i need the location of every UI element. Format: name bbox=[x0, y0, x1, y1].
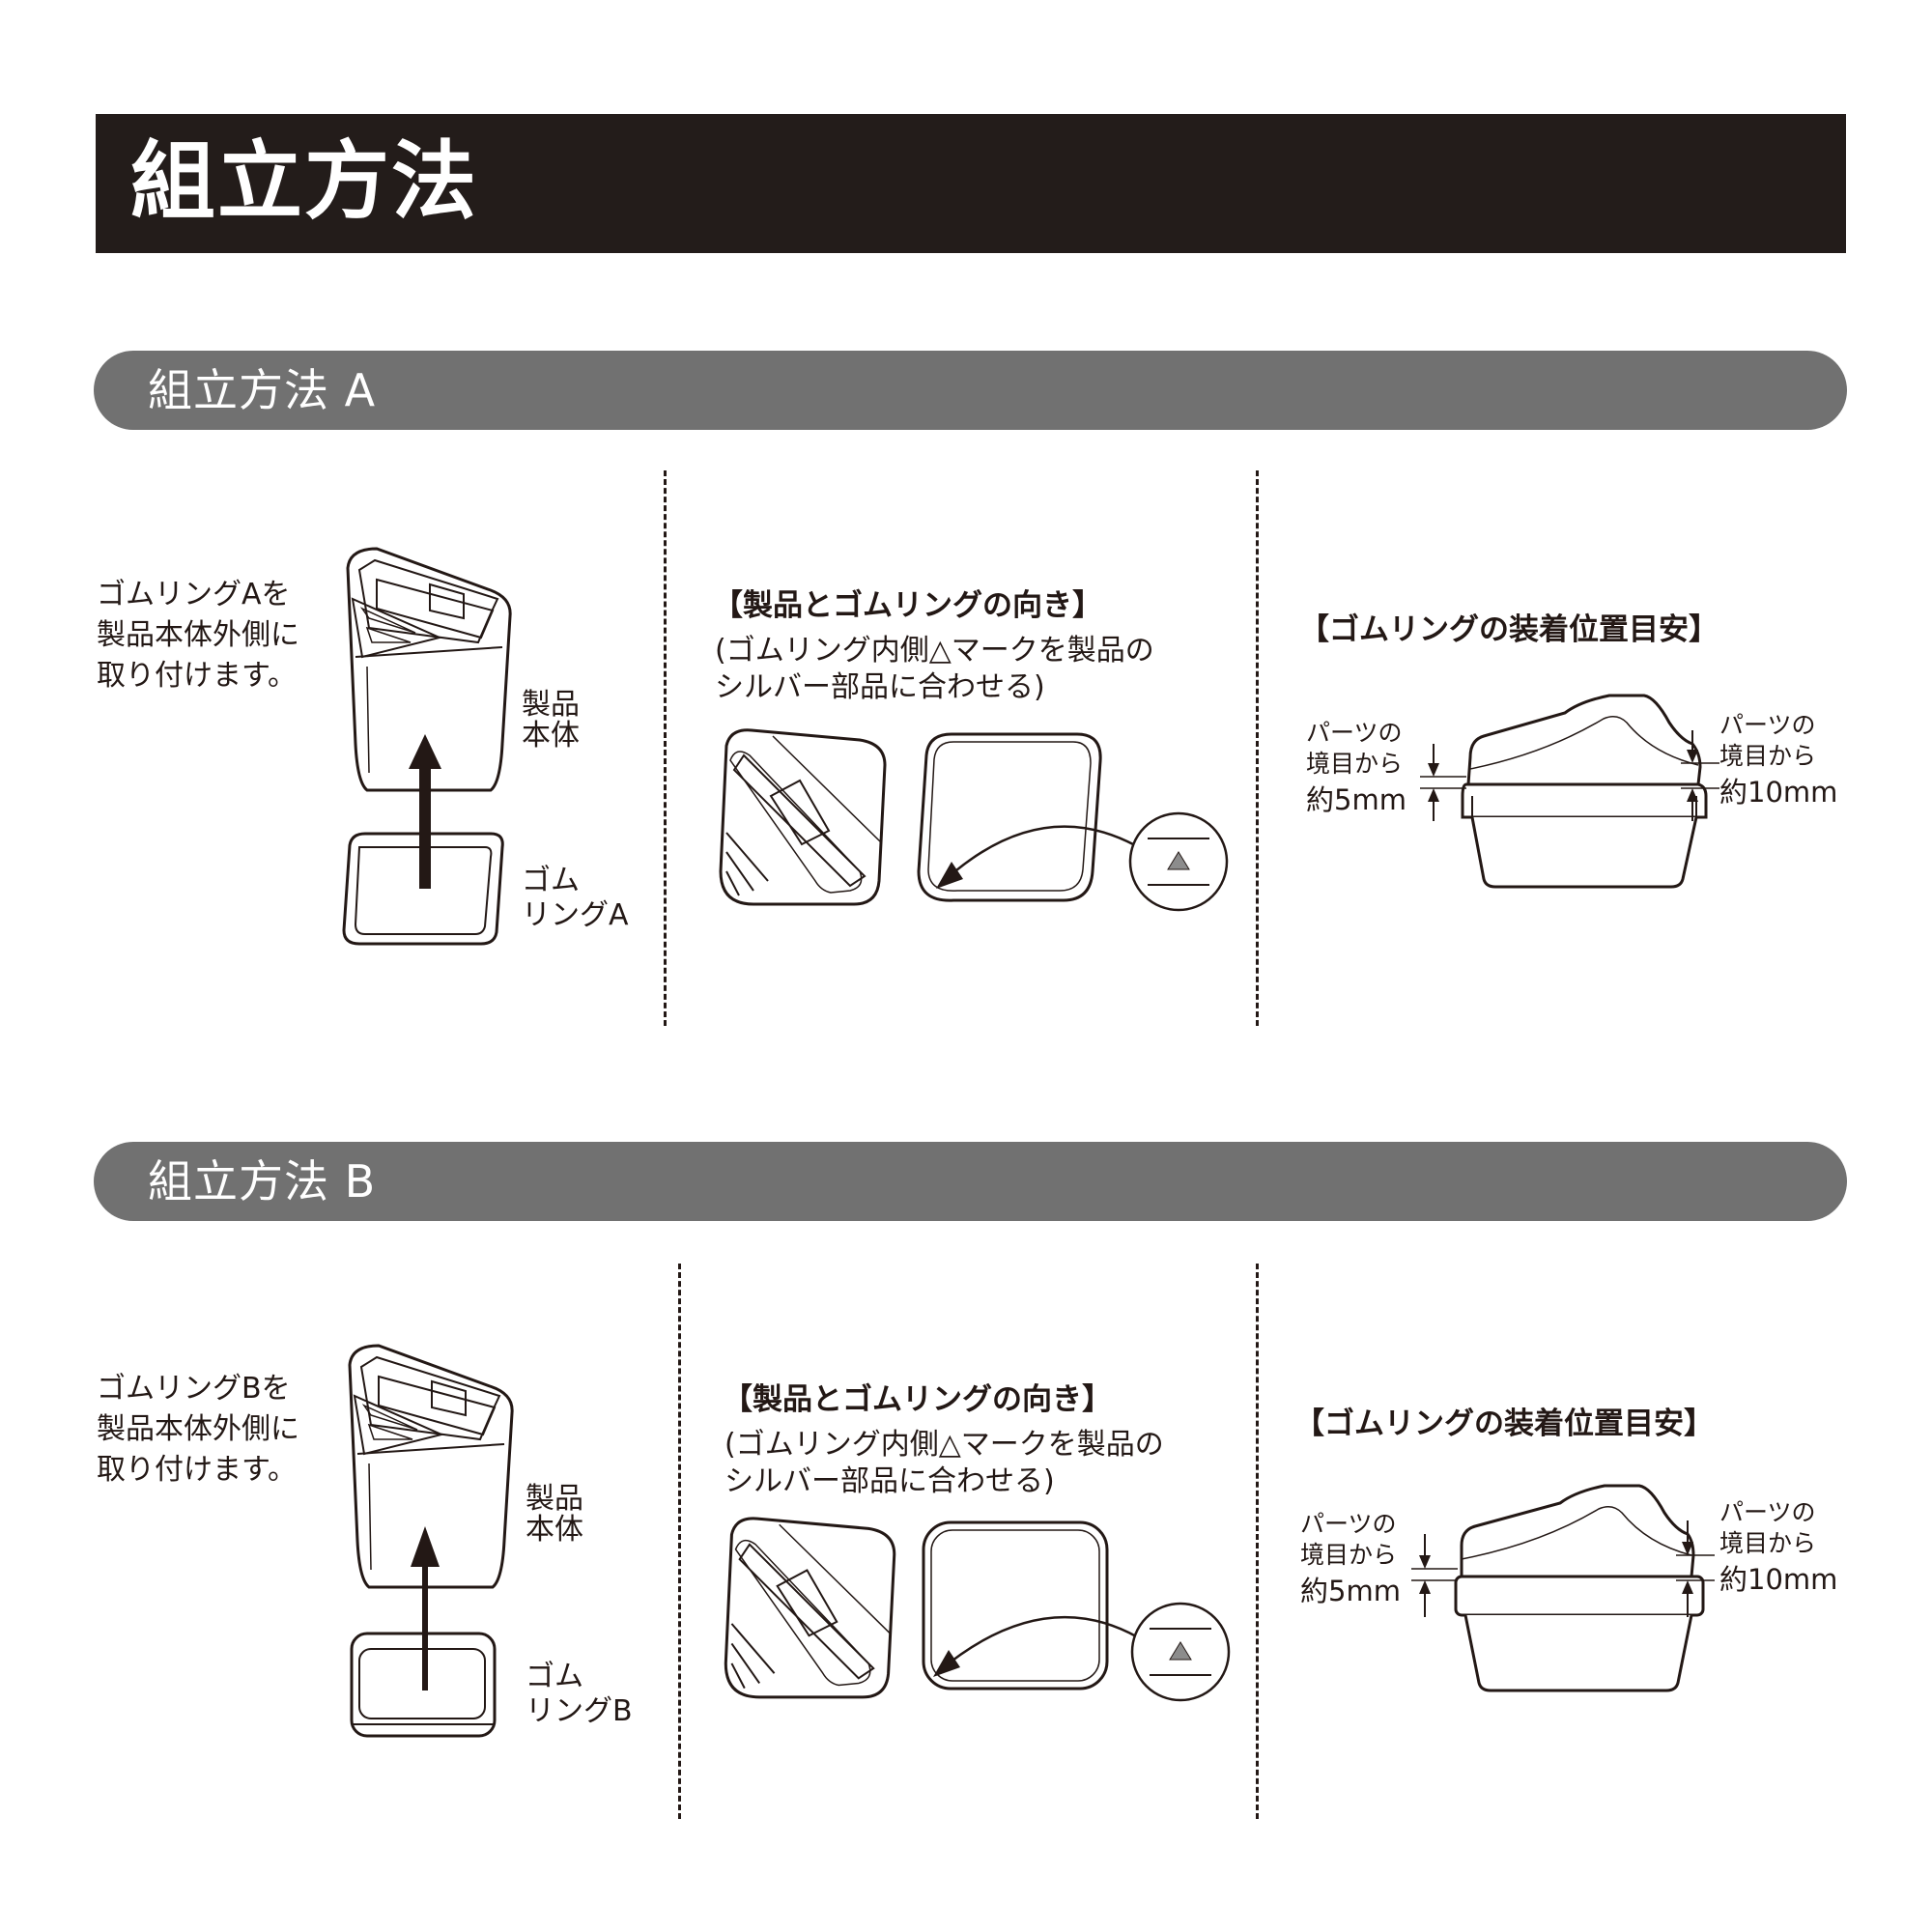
section-bar-b: 組立方法 B bbox=[94, 1142, 1847, 1221]
label-ring-2: リングA bbox=[522, 898, 629, 932]
page-title: 組立方法 bbox=[130, 131, 479, 231]
label-body-2: 本体 bbox=[526, 1513, 583, 1547]
rubber-ring-top-view bbox=[918, 1517, 1236, 1700]
left-label-3: 約5mm bbox=[1300, 1575, 1401, 1607]
product-body-illustration bbox=[319, 541, 522, 966]
left-label-1: パーツの bbox=[1300, 1510, 1397, 1538]
instruction-line-3: 取り付けます。 bbox=[97, 1453, 297, 1487]
label-body-1: 製品 bbox=[522, 688, 580, 722]
left-label-1: パーツの bbox=[1306, 719, 1403, 747]
main-header: 組立方法 bbox=[96, 114, 1846, 253]
product-top-view bbox=[715, 726, 889, 910]
right-label-1: パーツの bbox=[1719, 711, 1816, 739]
instruction-line-2: 製品本体外側に bbox=[97, 618, 299, 652]
instruction-line-1: ゴムリングBを bbox=[97, 1372, 291, 1406]
divider-b-2 bbox=[1256, 1264, 1259, 1819]
position-heading: 【ゴムリングの装着位置目安】 bbox=[1299, 612, 1719, 647]
product-body-illustration bbox=[321, 1338, 524, 1599]
divider-a-1 bbox=[664, 470, 667, 1026]
left-label-2: 境目から bbox=[1300, 1541, 1398, 1569]
label-ring-1: ゴム bbox=[526, 1660, 583, 1693]
instruction-line-3: 取り付けます。 bbox=[97, 659, 297, 693]
left-label-3: 約5mm bbox=[1306, 783, 1406, 816]
right-label-1: パーツの bbox=[1719, 1498, 1816, 1526]
orientation-note-2: シルバー部品に合わせる) bbox=[724, 1464, 1055, 1498]
rubber-ring-top-view bbox=[913, 726, 1232, 910]
arrow-up-icon bbox=[409, 734, 441, 889]
instruction-line-2: 製品本体外側に bbox=[97, 1412, 299, 1446]
section-title-a: 組立方法 A bbox=[148, 364, 377, 416]
orientation-note-1: (ゴムリング内側△マークを製品の bbox=[715, 634, 1154, 668]
mounting-position-diagram bbox=[1386, 1468, 1715, 1700]
right-label-2: 境目から bbox=[1719, 742, 1817, 770]
product-top-view bbox=[720, 1515, 898, 1703]
section-bar-a: 組立方法 A bbox=[94, 351, 1847, 430]
right-label-3: 約10mm bbox=[1719, 776, 1838, 809]
arrow-up-icon bbox=[411, 1526, 440, 1690]
divider-a-2 bbox=[1256, 470, 1259, 1026]
position-heading: 【ゴムリングの装着位置目安】 bbox=[1294, 1406, 1714, 1441]
rubber-ring-a-illustration bbox=[338, 826, 512, 952]
orientation-heading: 【製品とゴムリングの向き】 bbox=[713, 588, 1102, 623]
left-label-2: 境目から bbox=[1306, 750, 1404, 778]
orientation-heading: 【製品とゴムリングの向き】 bbox=[723, 1382, 1112, 1417]
label-body-2: 本体 bbox=[522, 719, 580, 753]
divider-b-1 bbox=[678, 1264, 681, 1819]
right-label-2: 境目から bbox=[1719, 1529, 1817, 1557]
orientation-note-1: (ゴムリング内側△マークを製品の bbox=[724, 1428, 1164, 1462]
instruction-line-1: ゴムリングAを bbox=[97, 578, 291, 611]
right-label-3: 約10mm bbox=[1719, 1563, 1838, 1596]
label-body-1: 製品 bbox=[526, 1482, 583, 1516]
label-ring-1: ゴム bbox=[522, 864, 580, 897]
mounting-position-diagram bbox=[1391, 676, 1719, 898]
section-title-b: 組立方法 B bbox=[148, 1155, 377, 1208]
label-ring-2: リングB bbox=[526, 1694, 633, 1728]
orientation-note-2: シルバー部品に合わせる) bbox=[715, 670, 1045, 704]
